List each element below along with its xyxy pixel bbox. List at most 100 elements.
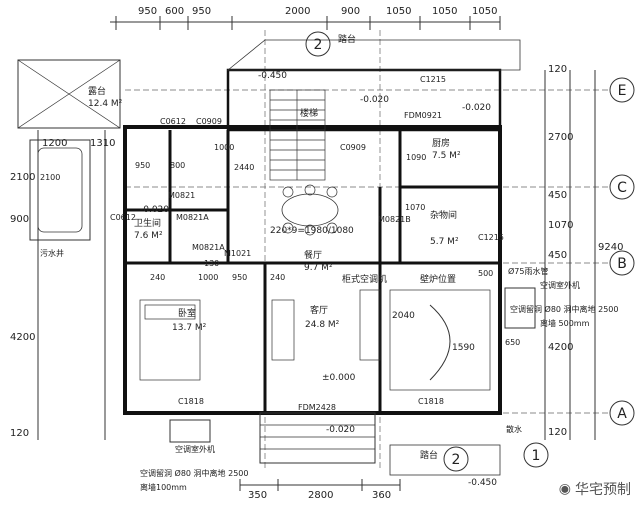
balcony-area: 12.4 M² — [88, 99, 123, 109]
inner-dim: 130 — [204, 259, 219, 268]
living-area: 24.8 M² — [305, 320, 340, 330]
level-living: ±0.000 — [322, 373, 356, 383]
ac-hole-bottom: 空调留洞 Ø80 洞中离地 2500 — [140, 468, 248, 478]
steps-bottom-label: 踏台 — [420, 449, 438, 461]
sewage-label: 污水井 — [40, 248, 64, 258]
window-code: C1215 — [478, 233, 504, 242]
bottom-dim: 360 — [372, 490, 391, 501]
ac-hole-right-2: 离墙 500mm — [540, 318, 590, 328]
kitchen-area: 7.5 M² — [432, 151, 461, 161]
inner-dim: 500 — [478, 269, 493, 278]
door-code: M0821A — [192, 243, 225, 252]
level-kitchen: -0.020 — [462, 103, 491, 113]
left-dim: 4200 — [10, 332, 35, 343]
right-dim: 2700 — [548, 132, 573, 143]
ac-cabinet-label: 柜式空调机 — [342, 273, 387, 285]
window-code: C1818 — [178, 397, 204, 406]
top-dim: 600 — [165, 6, 184, 17]
axis-label-2-top: 2 — [314, 37, 323, 53]
dining-area: 9.7 M² — [304, 263, 333, 273]
right-dim: 120 — [548, 64, 567, 75]
top-dim: 2000 — [285, 6, 310, 17]
bottom-dim: 2800 — [308, 490, 333, 501]
dim-1590: 1590 — [452, 343, 475, 353]
right-dim: 9240 — [598, 242, 623, 253]
toilet-label: 卫生间 — [134, 217, 161, 229]
top-dim: 900 — [341, 6, 360, 17]
wechat-icon: ◉ — [558, 481, 571, 497]
storage-area: 5.7 M² — [430, 237, 459, 247]
left-dim: 120 — [10, 428, 29, 439]
toilet-area: 7.6 M² — [134, 231, 163, 241]
top-dim: 950 — [192, 6, 211, 17]
level-top: -0.450 — [258, 71, 287, 81]
left-dim: 1200 — [42, 138, 67, 149]
window-code: C1818 — [418, 397, 444, 406]
dim-2040: 2040 — [392, 311, 415, 321]
table-dim: 220*9=1980/1080 — [270, 226, 354, 236]
top-dim: 1050 — [386, 6, 411, 17]
door-code: FDM2428 — [298, 403, 336, 412]
window-code: C0612 — [110, 213, 136, 222]
inner-dim: 650 — [505, 338, 520, 347]
axis-label-e: E — [618, 83, 627, 99]
right-dim: 450 — [548, 250, 567, 261]
axis-label-b: B — [617, 256, 627, 272]
axis-label-1: 1 — [532, 448, 541, 464]
inner-dim: 950 — [232, 273, 247, 282]
bottom-dim: 350 — [248, 490, 267, 501]
ac-hole-right: 空调留洞 Ø80 洞中离地 2500 — [510, 304, 618, 314]
downpipe-label: Ø75雨水管 — [508, 266, 548, 276]
apron-label: 散水 — [506, 424, 522, 434]
door-code: M0821A — [176, 213, 209, 222]
window-code: C0909 — [196, 117, 222, 126]
inner-dim: 950 — [135, 161, 150, 170]
inner-dim: 240 — [150, 273, 165, 282]
inner-dim: 2100 — [40, 173, 60, 182]
door-code: M1021 — [224, 249, 251, 258]
top-dim: 950 — [138, 6, 157, 17]
right-dim: 450 — [548, 190, 567, 201]
top-dim: 1050 — [432, 6, 457, 17]
inner-dim: 1000 — [214, 143, 234, 152]
right-dim: 120 — [548, 427, 567, 438]
level-hall: -0.020 — [360, 95, 389, 105]
stair-label: 楼梯 — [300, 107, 318, 119]
level-bath: -0.020 — [140, 205, 169, 215]
window-code: C1215 — [420, 75, 446, 84]
bedroom-label: 卧室 — [178, 307, 196, 319]
window-code: C0612 — [160, 117, 186, 126]
bedroom-area: 13.7 M² — [172, 323, 207, 333]
balcony-label: 露台 — [88, 85, 106, 97]
axis-label-a: A — [617, 406, 627, 422]
inner-dim: 2440 — [234, 163, 254, 172]
left-dim: 1310 — [90, 138, 115, 149]
door-code: M0821 — [168, 191, 195, 200]
fireplace-label: 壁炉位置 — [420, 273, 456, 285]
kitchen-label: 厨房 — [432, 137, 450, 149]
inner-dim: 1090 — [406, 153, 426, 162]
ac-outdoor-bottom: 空调室外机 — [175, 444, 215, 454]
inner-dim: 1070 — [405, 203, 425, 212]
axis-label-2-bottom: 2 — [452, 452, 461, 468]
ac-hole-bottom-2: 离墙100mm — [140, 482, 187, 492]
dining-label: 餐厅 — [304, 249, 322, 261]
window-code: C0909 — [340, 143, 366, 152]
right-dim: 4200 — [548, 342, 573, 353]
axis-label-c: C — [617, 180, 627, 196]
top-dim: 1050 — [472, 6, 497, 17]
door-code: FDM0921 — [404, 111, 442, 120]
door-code: M0821B — [378, 215, 411, 224]
ac-outdoor-right: 空调室外机 — [540, 280, 580, 290]
living-label: 客厅 — [310, 304, 328, 316]
watermark-text: 华宅预制 — [575, 482, 631, 498]
watermark: ◉ 华宅预制 — [559, 479, 631, 499]
left-dim: 900 — [10, 214, 29, 225]
storage-label: 杂物间 — [430, 209, 457, 221]
inner-dim: 800 — [170, 161, 185, 170]
inner-dim: 1000 — [198, 273, 218, 282]
steps-top-label: 踏台 — [338, 33, 356, 45]
left-dim: 2100 — [10, 172, 35, 183]
level-front: -0.020 — [326, 425, 355, 435]
